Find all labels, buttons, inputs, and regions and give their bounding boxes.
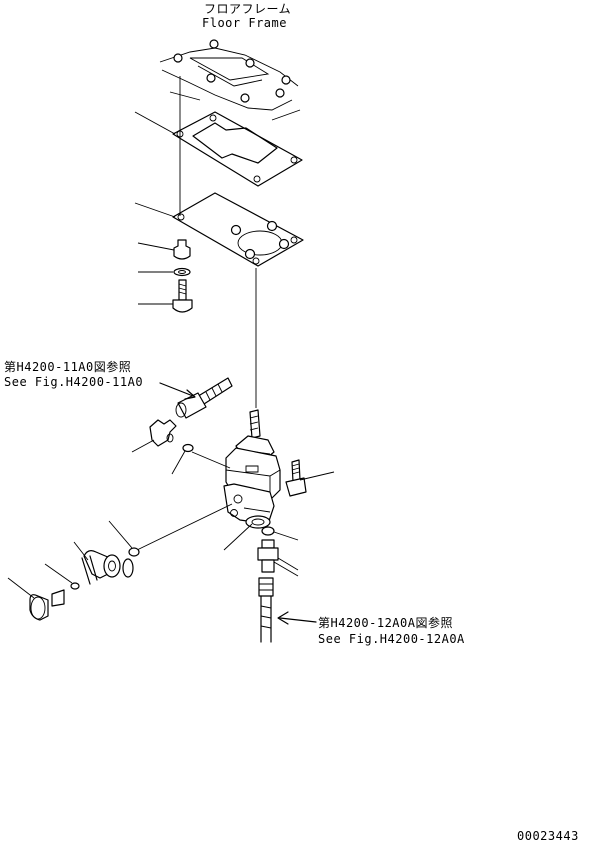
gasket (134, 111, 303, 187)
lower-hardware (257, 526, 299, 573)
banjo-fitting-group (7, 520, 140, 621)
floor-frame-label-jp: フロアフレーム (204, 2, 291, 16)
side-bolt (285, 459, 335, 497)
elbow-fitting (131, 419, 177, 453)
ref-upper-label-jp: 第H4200-11A0図参照 (4, 359, 131, 374)
o-ring-upper (182, 443, 194, 453)
ref-upper-label-en: See Fig.H4200-11A0 (4, 375, 143, 389)
lower-pipe (258, 577, 317, 643)
ref-lower-label-en: See Fig.H4200-12A0A (318, 632, 465, 646)
upper-pipe (159, 377, 233, 419)
ref-lower-label-jp: 第H4200-12A0A図参照 (318, 615, 453, 630)
floor-frame-label-en: Floor Frame (202, 16, 287, 30)
leader-plate (134, 202, 176, 218)
leader-o-ring-upper (171, 450, 186, 475)
drawing-number: 00023443 (517, 829, 579, 843)
mounting-plate (134, 192, 304, 267)
leader-lower-right (273, 561, 299, 577)
floor-frame (159, 39, 301, 121)
valve-body (136, 409, 281, 551)
leader-gasket (134, 111, 176, 135)
hardware-stack (137, 239, 193, 313)
